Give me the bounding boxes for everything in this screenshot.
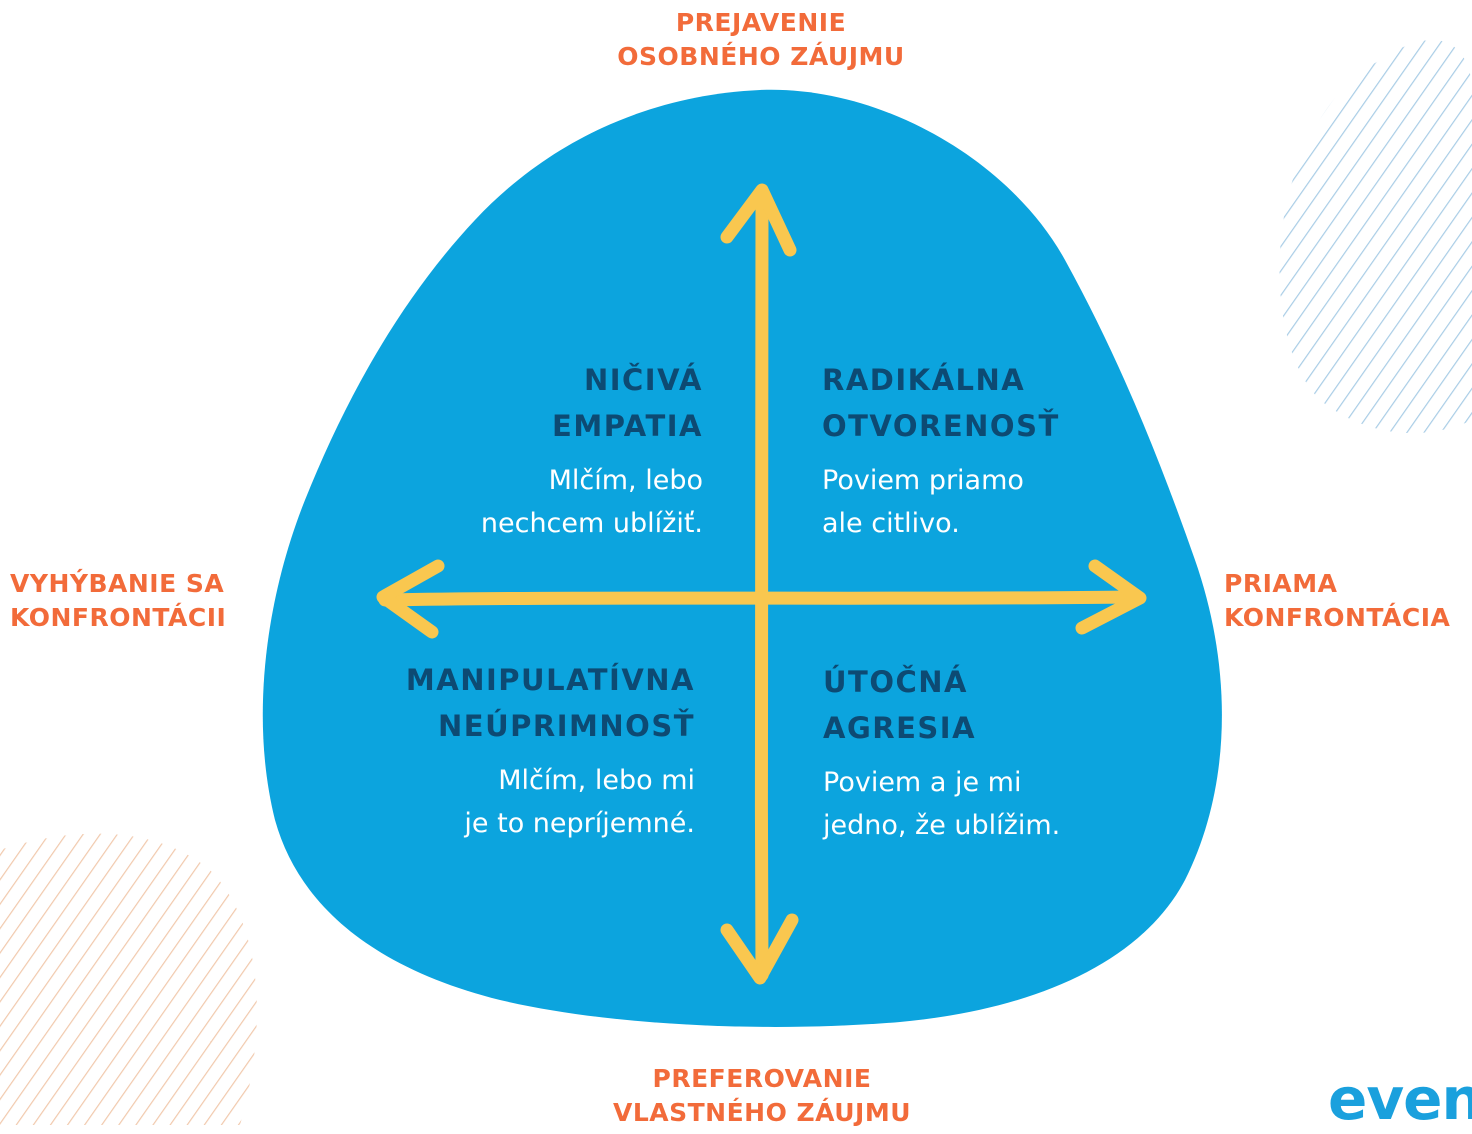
axis-label-left: VYHÝBANIE SA KONFRONTÁCII [10,567,250,635]
quadrant-title-line: NIČIVÁ [583,363,703,397]
arrow-head-up [720,183,797,257]
axis-label-bottom: PREFEROVANIE VLASTNÉHO ZÁUJMU [597,1062,927,1130]
quadrant-description-line: Mlčím, lebo [548,465,703,496]
axis-label-right: PRIAMA KONFRONTÁCIA [1224,567,1472,635]
axis-label-top: PREJAVENIE OSOBNÉHO ZÁUJMU [605,6,917,74]
quadrant-description-line: jedno, že ublížim. [823,810,1061,841]
quadrant-title: RADIKÁLNA OTVORENOSŤ [822,357,1060,449]
quadrant-title-line: OTVORENOSŤ [822,409,1060,443]
quadrant-description-line: je to nepríjemné. [464,808,695,839]
quadrant-title-line: MANIPULATÍVNA [405,663,695,697]
vertical-axis-line [754,193,770,982]
quadrant-title: NIČIVÁ EMPATIA [481,357,703,449]
axis-label-bottom-line2: VLASTNÉHO ZÁUJMU [612,1098,912,1127]
quadrant-top-left: NIČIVÁ EMPATIA Mlčím, lebo nechcem ublíž… [481,357,703,545]
arrow-head-left [376,559,445,639]
quadrant-bottom-right: ÚTOČNÁ AGRESIA Poviem a je mi jedno, že … [823,659,1060,847]
blue-blob [262,89,1222,1027]
quadrant-description-line: Poviem a je mi [823,767,1022,798]
arrow-lines [376,183,1147,985]
brand-logo: even [1328,1065,1472,1133]
axis-label-bottom-line1: PREFEROVANIE [652,1064,872,1093]
quadrant-description-line: Poviem priamo [822,465,1024,496]
quadrant-title-line: NEÚPRIMNOSŤ [438,709,695,743]
axis-label-top-line1: PREJAVENIE [675,8,847,37]
axis-label-top-line2: OSOBNÉHO ZÁUJMU [617,42,905,71]
quadrant-description: Mlčím, lebo mi je to nepríjemné. [406,759,695,845]
horizontal-axis-line [378,590,1142,607]
quadrant-description: Poviem priamo ale citlivo. [822,459,1060,545]
quadrant-description: Poviem a je mi jedno, že ublížim. [823,761,1060,847]
quadrant-title-line: EMPATIA [552,409,703,443]
quadrant-title: ÚTOČNÁ AGRESIA [823,659,1060,751]
quadrant-description-line: ale citlivo. [822,508,960,539]
axis-label-left-line2: KONFRONTÁCII [10,603,227,632]
quadrant-title-line: AGRESIA [823,711,977,745]
axis-label-left-line1: VYHÝBANIE SA [10,569,225,598]
quadrant-bottom-left: MANIPULATÍVNA NEÚPRIMNOSŤ Mlčím, lebo mi… [406,657,695,845]
arrow-head-right [1075,559,1147,635]
axis-label-right-line2: KONFRONTÁCIA [1224,603,1451,632]
quadrant-title-line: RADIKÁLNA [822,363,1026,397]
quadrant-title-line: ÚTOČNÁ [823,665,968,699]
hatched-shape-right [1279,40,1472,434]
quadrant-description-line: nechcem ublížiť. [480,508,703,539]
quadrant-description-line: Mlčím, lebo mi [498,765,695,796]
quadrant-title: MANIPULATÍVNA NEÚPRIMNOSŤ [406,657,695,749]
arrow-head-down [720,913,799,985]
quadrant-description: Mlčím, lebo nechcem ublížiť. [481,459,703,545]
hatched-shape-left [0,833,257,1125]
axis-label-right-line1: PRIAMA [1224,569,1338,598]
quadrant-top-right: RADIKÁLNA OTVORENOSŤ Poviem priamo ale c… [822,357,1060,545]
